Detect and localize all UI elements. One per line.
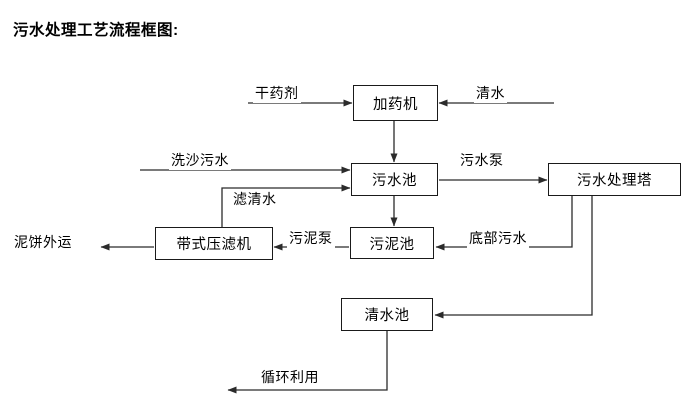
node-label-treatment-tower: 污水处理塔 bbox=[577, 173, 652, 189]
node-label-clear-water-pool: 清水池 bbox=[364, 308, 410, 324]
node-treatment-tower[interactable]: 污水处理塔 bbox=[548, 163, 681, 196]
node-label-wastewater-pool: 污水池 bbox=[372, 173, 417, 189]
node-sludge-pool[interactable]: 污泥池 bbox=[350, 227, 434, 259]
node-wastewater-pool[interactable]: 污水池 bbox=[351, 163, 438, 196]
edge-label-bottom-sewage: 底部污水 bbox=[467, 228, 529, 248]
node-label-dosing-machine: 加药机 bbox=[373, 96, 418, 113]
terminal-label-mud-cake-outbound: 泥饼外运 bbox=[14, 234, 72, 250]
edge-label-sludge-pump: 污泥泵 bbox=[287, 228, 335, 248]
node-label-belt-filter-press: 带式压滤机 bbox=[176, 237, 252, 253]
edge-label-sewage-pump: 污水泵 bbox=[458, 150, 506, 170]
edge-treatment-tower-to-clear-water-pool bbox=[434, 196, 593, 319]
edge-label-sand-wash-sewage: 洗沙污水 bbox=[169, 150, 231, 170]
edge-label-filtered-clear-water: 滤清水 bbox=[231, 189, 279, 209]
node-belt-filter-press[interactable]: 带式压滤机 bbox=[155, 227, 273, 260]
page-title: 污水处理工艺流程框图: bbox=[13, 22, 179, 39]
node-label-sludge-pool: 污泥池 bbox=[369, 236, 415, 253]
edge-label-dry-chemical: 干药剂 bbox=[253, 83, 301, 103]
edge-label-clean-water: 清水 bbox=[474, 83, 507, 103]
edge-label-recycle-reuse: 循环利用 bbox=[259, 367, 321, 387]
node-dosing-machine[interactable]: 加药机 bbox=[353, 85, 438, 121]
node-clear-water-pool[interactable]: 清水池 bbox=[341, 298, 433, 331]
